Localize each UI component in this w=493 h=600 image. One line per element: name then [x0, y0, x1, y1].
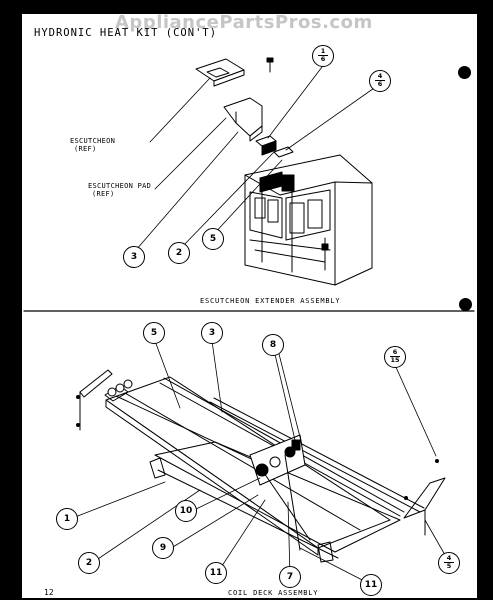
end-bracket-right [403, 459, 446, 536]
screw-3 [266, 57, 274, 73]
callout-bottom-11b: 11 [360, 574, 382, 596]
callout-4-6-den: 6 [377, 80, 383, 88]
callout-bottom-7: 7 [279, 566, 301, 588]
deck-tray [149, 441, 401, 563]
leader-lines-top [135, 66, 378, 251]
binder-hole-top [458, 66, 471, 79]
escutcheon-label-line1: ESCUTCHEON [70, 137, 116, 145]
callout-top-2: 2 [168, 242, 190, 264]
callout-1-6-den: 6 [320, 55, 326, 63]
callout-top-3: 3 [123, 246, 145, 268]
escutcheon-pad-label: ESCUTCHEON PAD (REF) [88, 182, 151, 198]
callout-bottom-2: 2 [78, 552, 100, 574]
escutcheon-pad [223, 97, 263, 142]
callout-4-6-num: 4 [377, 72, 383, 80]
page-title: HYDRONIC HEAT KIT (CON'T) [34, 27, 218, 39]
callout-1-6-num: 1 [320, 47, 326, 55]
coil-deck-panel [105, 376, 391, 556]
section-title-coil-deck: COIL DECK ASSEMBLY [228, 589, 319, 597]
escutcheon-plate [195, 58, 245, 87]
callout-6-15-den: 15 [390, 356, 400, 364]
escutcheon-pad-label-line1: ESCUTCHEON PAD [88, 182, 152, 190]
heater-unit [244, 154, 373, 286]
valve-assembly [249, 434, 311, 551]
callout-4-5-num: 4 [446, 554, 452, 562]
callout-bottom-11a: 11 [205, 562, 227, 584]
clip-parts [255, 135, 294, 158]
callout-bottom-5: 5 [143, 322, 165, 344]
escutcheon-pad-label-line2: (REF) [92, 190, 115, 198]
watermark: AppliancePartsPros.com [115, 12, 373, 33]
callout-6-15-num: 6 [392, 348, 398, 356]
callout-bottom-1: 1 [56, 508, 78, 530]
callout-bottom-8: 8 [262, 334, 284, 356]
escutcheon-label: ESCUTCHEON (REF) [70, 137, 115, 153]
page-number: 12 [44, 588, 54, 597]
section-title-escutcheon-extender: ESCUTCHEON EXTENDER ASSEMBLY [200, 297, 341, 305]
binder-hole-bottom [459, 298, 472, 311]
end-bracket-left [76, 369, 113, 431]
callout-bottom-9: 9 [152, 537, 174, 559]
escutcheon-label-line2: (REF) [74, 145, 97, 153]
coil-tubes [104, 379, 276, 471]
callout-4-5-den: 5 [446, 562, 452, 570]
callout-top-5: 5 [202, 228, 224, 250]
callout-bottom-10: 10 [175, 500, 197, 522]
callout-bottom-3: 3 [201, 322, 223, 344]
